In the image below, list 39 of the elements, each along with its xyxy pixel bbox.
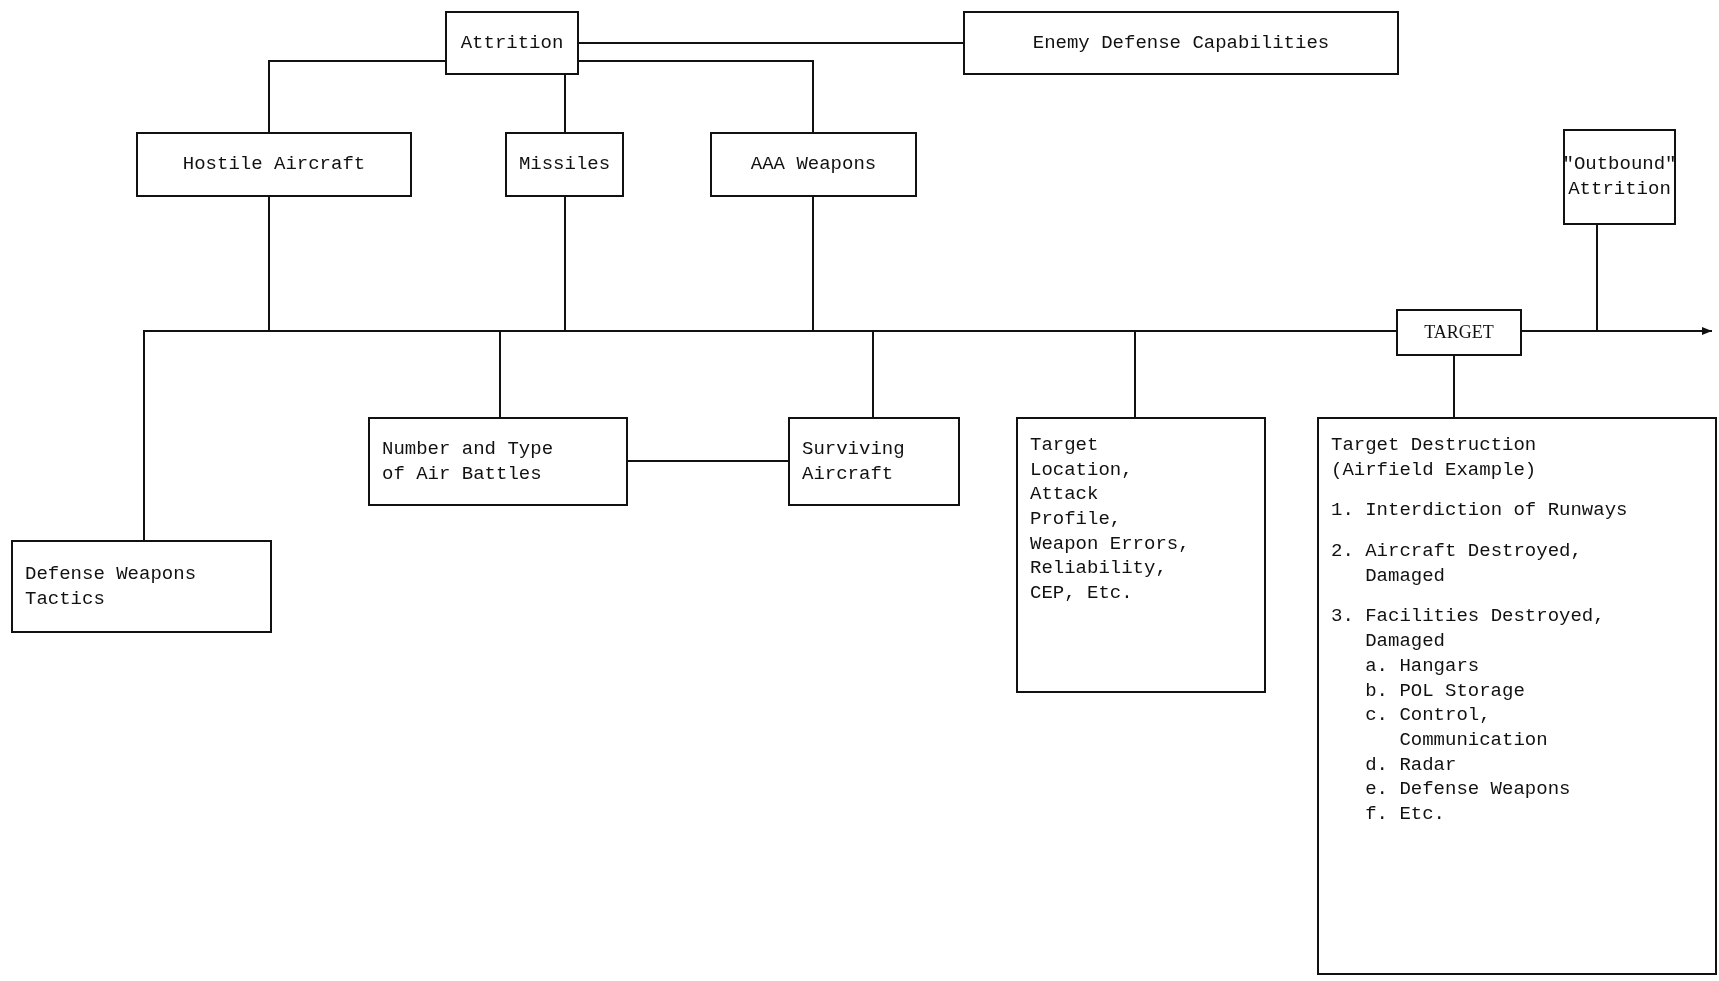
list-item: d. Radar [1365,752,1458,778]
connector-line [627,460,789,462]
list-item: e. Defense Weapons [1365,777,1572,802]
process-box [11,540,272,633]
process-box [505,132,624,197]
process-box [1317,417,1717,975]
list-item: 1. Interdiction of Runways [1331,498,1629,524]
box-label: Surviving Aircraft [802,436,905,487]
box-label: "Outbound" Attrition [1562,152,1677,202]
box-label: TARGET [1424,320,1494,344]
box-label: Attrition [460,30,564,56]
process-box [136,132,412,197]
process-box [1396,309,1522,356]
process-box [1563,129,1676,225]
process-box [445,11,579,75]
connector-line [268,60,446,133]
list-item: b. POL Storage [1365,678,1526,704]
box-label: Missiles [518,152,611,177]
connector-line [564,74,566,133]
connector-line [1453,355,1455,418]
box-label: AAA Weapons [750,152,877,177]
list-item: a. Hangars [1365,653,1481,679]
box-label: Defense Weapons Tactics [25,561,196,612]
process-box [368,417,628,506]
list-item: 2. Aircraft Destroyed, Damaged [1331,539,1583,589]
list-item: f. Etc. [1365,801,1447,827]
process-box [1016,417,1266,693]
connector-line [1134,330,1397,418]
box-label: Enemy Defense Capabilities [1032,30,1330,56]
box-label: Hostile Aircraft [182,152,366,177]
box-label: Target Location, Attack Profile, Weapon Errors, Reliability, CEP, Etc. [1030,433,1190,606]
box-label: Number and Type of Air Battles [382,436,553,487]
process-box [963,11,1399,75]
process-box [710,132,917,197]
arrow [1521,327,1713,335]
box-heading: Target Destruction (Airfield Example) [1331,433,1538,483]
connector-line [578,42,964,44]
connector-line [578,60,814,133]
process-box [788,417,960,506]
